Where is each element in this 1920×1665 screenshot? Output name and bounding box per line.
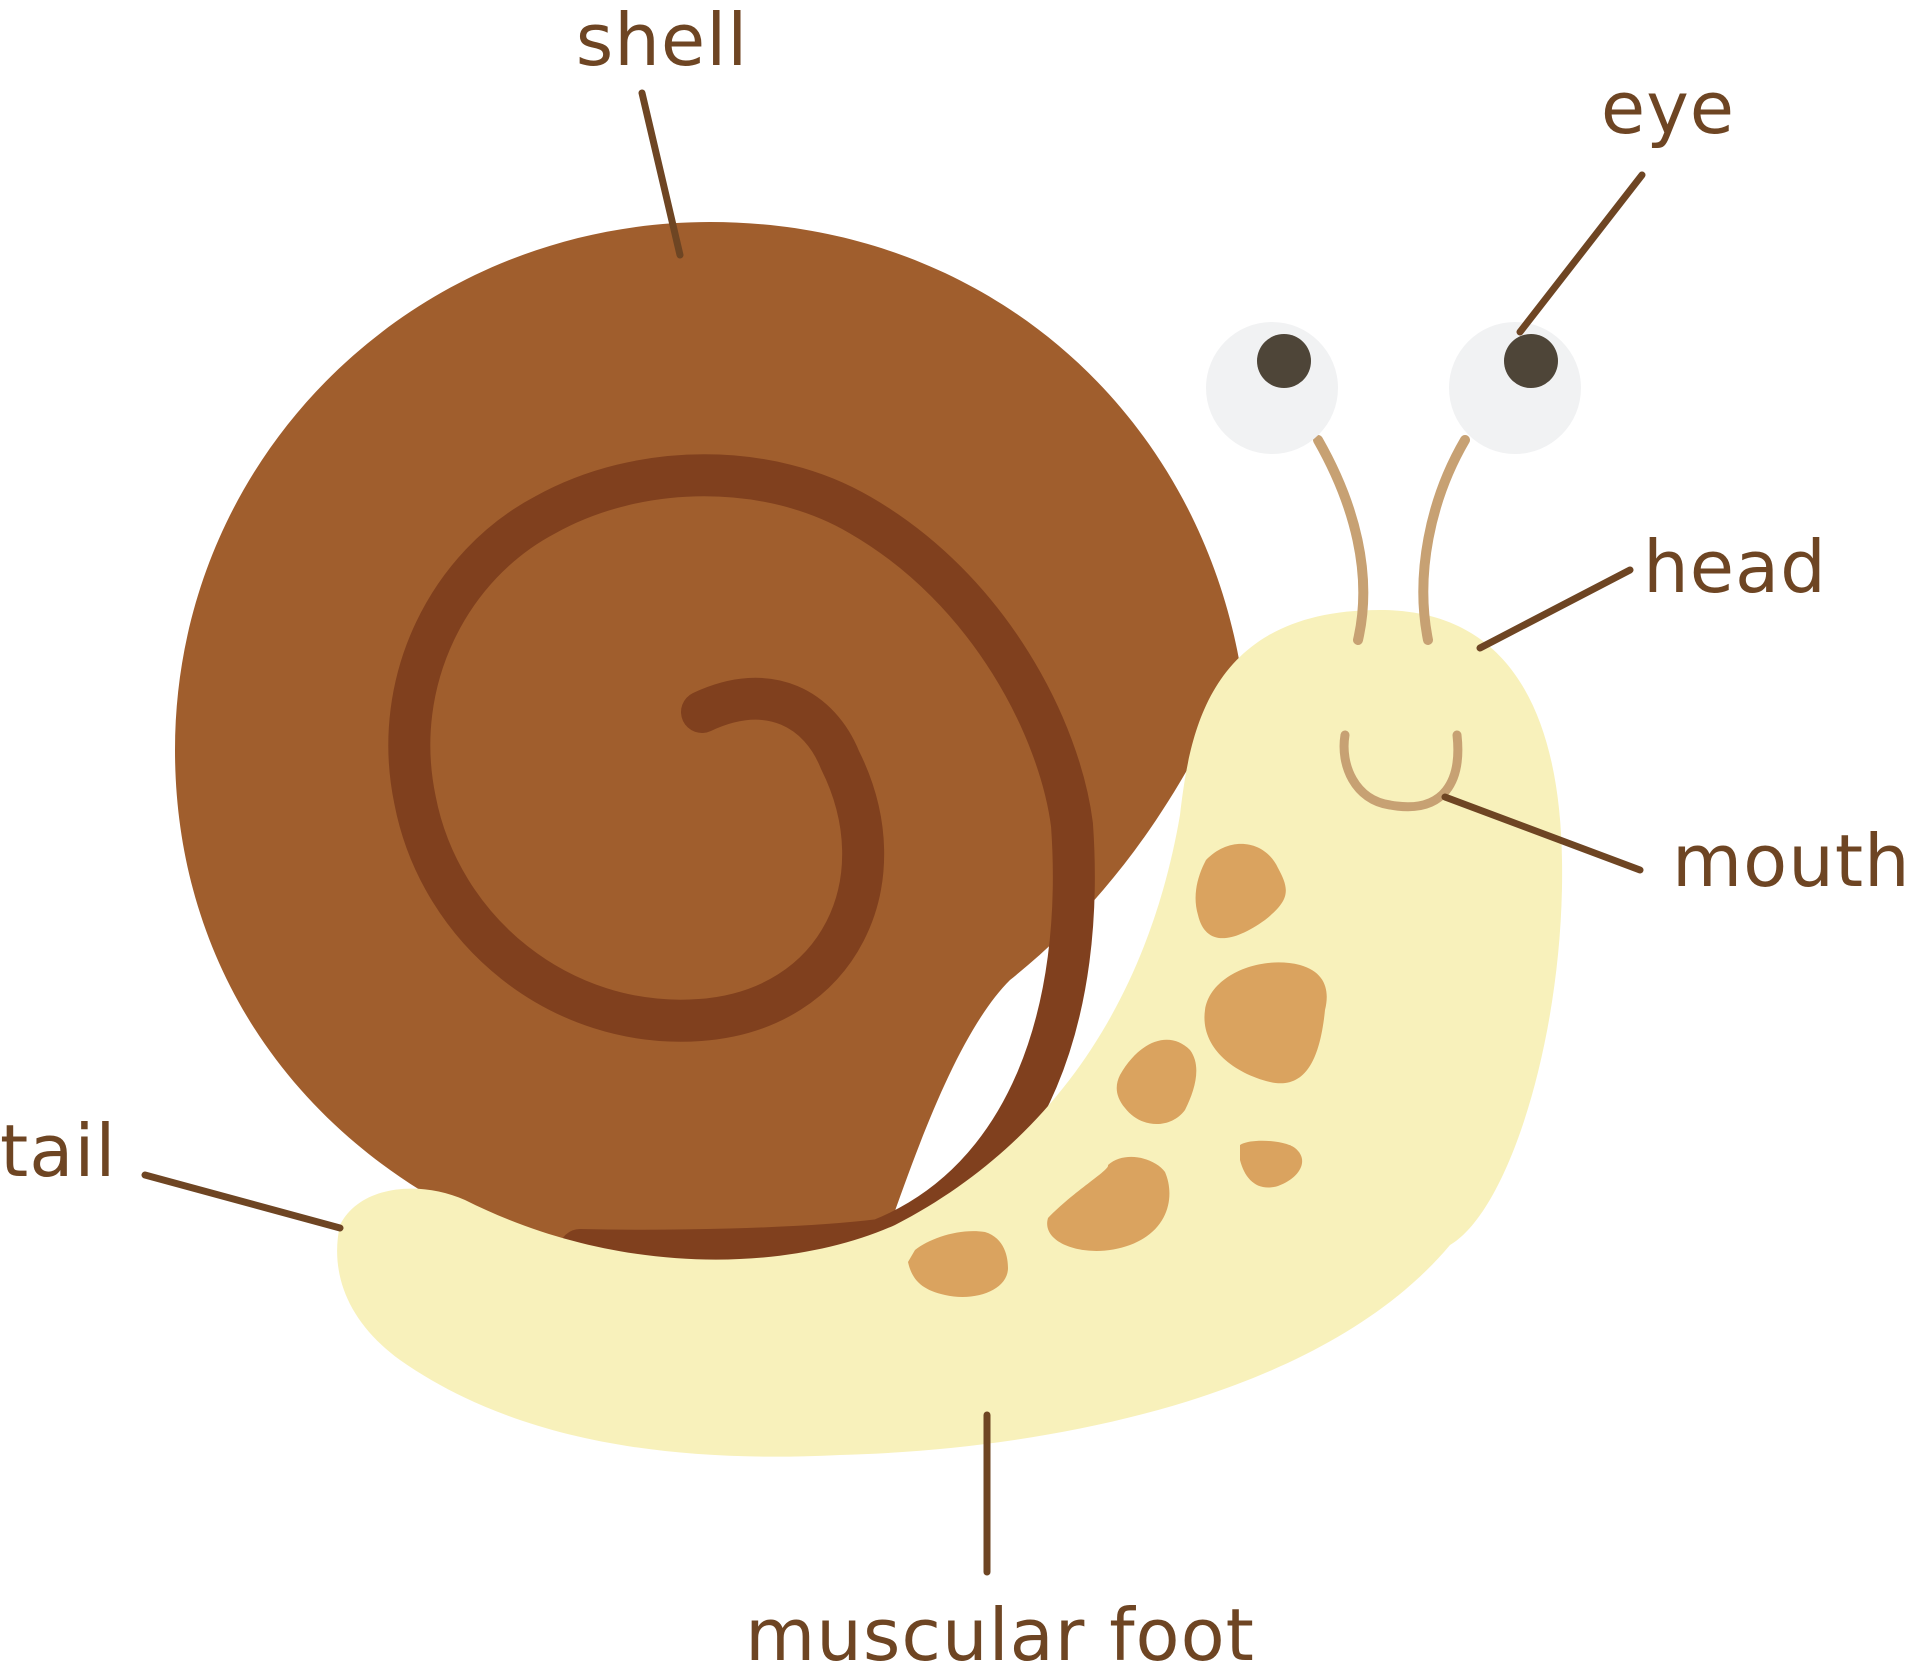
spot xyxy=(1195,843,1286,939)
spot xyxy=(1204,962,1327,1084)
shell-shape xyxy=(175,222,1240,1258)
spot xyxy=(1116,1039,1197,1125)
shell-spiral xyxy=(388,454,1095,1272)
right-pupil xyxy=(1504,334,1558,388)
label-mouth: mouth xyxy=(1672,819,1911,903)
foot-and-neck xyxy=(337,610,1563,1457)
label-muscular-foot: muscular foot xyxy=(745,1593,1255,1665)
label-eye: eye xyxy=(1601,66,1735,150)
label-tail: tail xyxy=(0,1109,116,1193)
tail-leader-line xyxy=(141,1171,344,1232)
left-pupil xyxy=(1257,334,1311,388)
spot xyxy=(1047,1156,1170,1251)
shell-leader-line xyxy=(638,89,684,259)
label-shell: shell xyxy=(576,0,748,82)
label-head: head xyxy=(1643,525,1827,609)
left-eye-stalk xyxy=(1313,435,1369,645)
eye-leader-line xyxy=(1516,171,1646,336)
shell xyxy=(175,222,1240,1272)
right-eye-stalk xyxy=(1418,435,1470,645)
spot xyxy=(908,1231,1008,1297)
spot xyxy=(1240,1140,1303,1188)
snail-body xyxy=(337,610,1563,1457)
eyes xyxy=(1206,322,1581,645)
leader-lines xyxy=(141,89,1646,1576)
body-spots xyxy=(908,843,1327,1297)
mouth-leader-line xyxy=(1441,793,1644,874)
mouth-smile xyxy=(1339,730,1463,812)
head-leader-line xyxy=(1476,566,1634,652)
